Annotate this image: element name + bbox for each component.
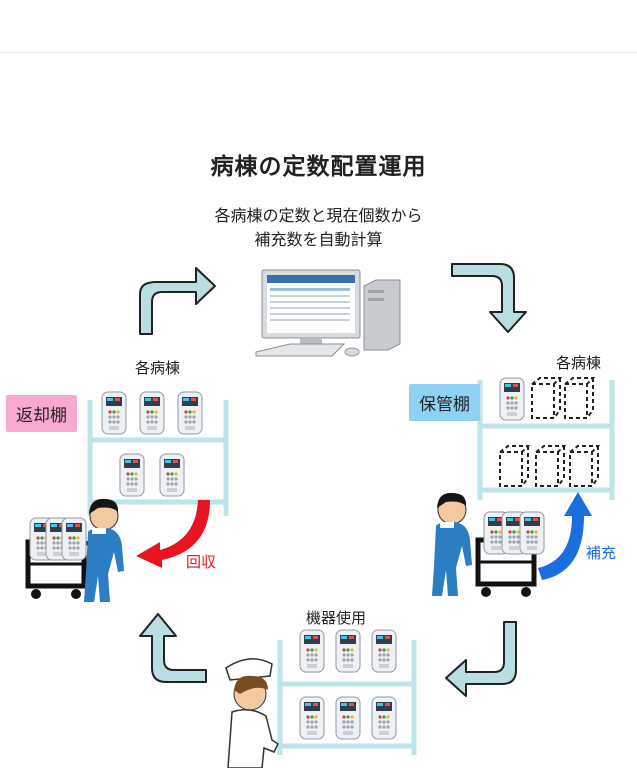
pump-icon bbox=[101, 391, 127, 435]
storage-shelf bbox=[477, 380, 615, 500]
cycle-arrow-top-left bbox=[139, 267, 216, 335]
replenish-label: 補充 bbox=[586, 544, 617, 562]
pump-icon bbox=[119, 453, 145, 497]
pump-icon bbox=[371, 629, 397, 673]
collect-label: 回収 bbox=[186, 553, 217, 571]
pump-icon bbox=[519, 511, 545, 555]
subtitle-line-1: 各病棟の定数と現在個数から bbox=[214, 206, 423, 225]
return-shelf-tag: 返却棚 bbox=[6, 395, 77, 432]
storage-shelf-tag: 保管棚 bbox=[409, 384, 480, 421]
diagram-title: 病棟の定数配置運用 bbox=[210, 154, 427, 180]
diagram-subtitle: 各病棟の定数と現在個数から 補充数を自動計算 bbox=[0, 204, 637, 252]
empty-slot-icon bbox=[564, 377, 594, 419]
empty-slot-icon bbox=[499, 445, 529, 487]
pump-icon bbox=[335, 629, 361, 673]
usage-shelf bbox=[277, 640, 417, 755]
pump-icon bbox=[335, 696, 361, 740]
cycle-arrow-bottom-right bbox=[445, 621, 517, 697]
cycle-arrow-bottom-left bbox=[139, 613, 207, 683]
pump-icon bbox=[61, 517, 87, 561]
pump-icon bbox=[299, 629, 325, 673]
top-divider bbox=[0, 52, 637, 53]
pump-icon bbox=[499, 377, 525, 421]
collect-arrow bbox=[136, 500, 210, 568]
empty-slot-icon bbox=[569, 445, 599, 487]
pump-icon bbox=[177, 391, 203, 435]
pump-icon bbox=[159, 453, 185, 497]
subtitle-line-2: 補充数を自動計算 bbox=[254, 230, 383, 249]
usage-caption: 機器使用 bbox=[306, 609, 367, 627]
pump-icon bbox=[139, 391, 165, 435]
replenish-arrow bbox=[538, 492, 592, 580]
pump-icon bbox=[299, 696, 325, 740]
empty-slot-icon bbox=[531, 377, 561, 419]
right-ward-caption: 各病棟 bbox=[556, 354, 602, 372]
staff-person-icon bbox=[431, 492, 473, 597]
nurse-icon bbox=[225, 658, 279, 768]
pump-icon bbox=[371, 696, 397, 740]
empty-slot-icon bbox=[535, 445, 565, 487]
cycle-arrow-top-right bbox=[451, 263, 527, 333]
staff-person-icon bbox=[83, 498, 125, 603]
computer-icon bbox=[255, 269, 401, 357]
left-ward-caption: 各病棟 bbox=[135, 359, 181, 377]
